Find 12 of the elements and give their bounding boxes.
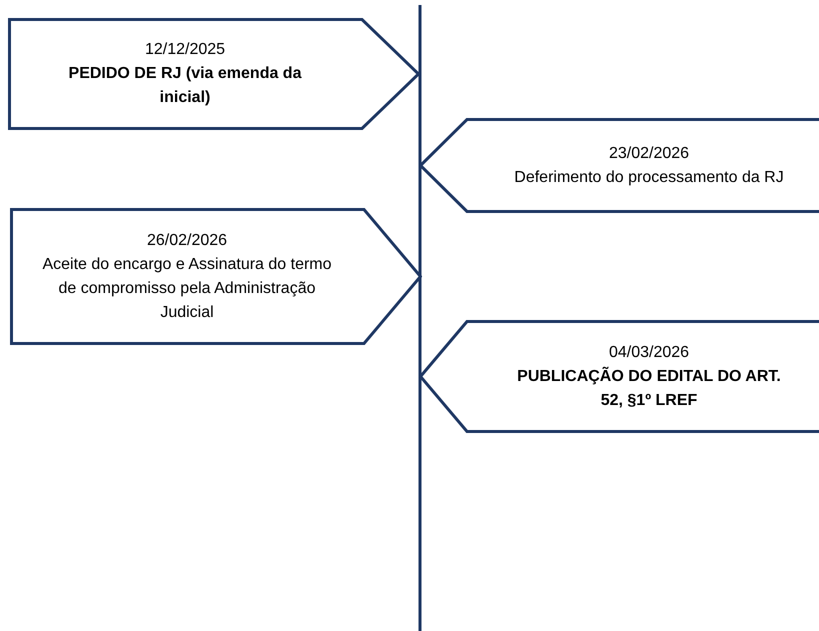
timeline-event-box — [419, 320, 819, 433]
timeline-event-box — [8, 18, 420, 130]
event-date: 26/02/2026 — [146, 230, 228, 250]
event-date: 04/03/2026 — [608, 342, 690, 362]
timeline-event-box — [10, 208, 422, 345]
event-description: Aceite do encargo e Assinatura do termo de compromisso pela Administração Judicial — [41, 254, 333, 322]
event-description: PUBLICAÇÃO DO EDITAL DO ART. 52, §1º LREF — [516, 366, 782, 410]
event-date: 12/12/2025 — [144, 40, 226, 60]
event-date: 23/02/2026 — [608, 144, 690, 164]
event-description: Deferimento do processamento da RJ — [514, 168, 784, 188]
event-description: PEDIDO DE RJ (via emenda da inicial) — [68, 64, 303, 108]
timeline-event-box — [419, 118, 819, 213]
